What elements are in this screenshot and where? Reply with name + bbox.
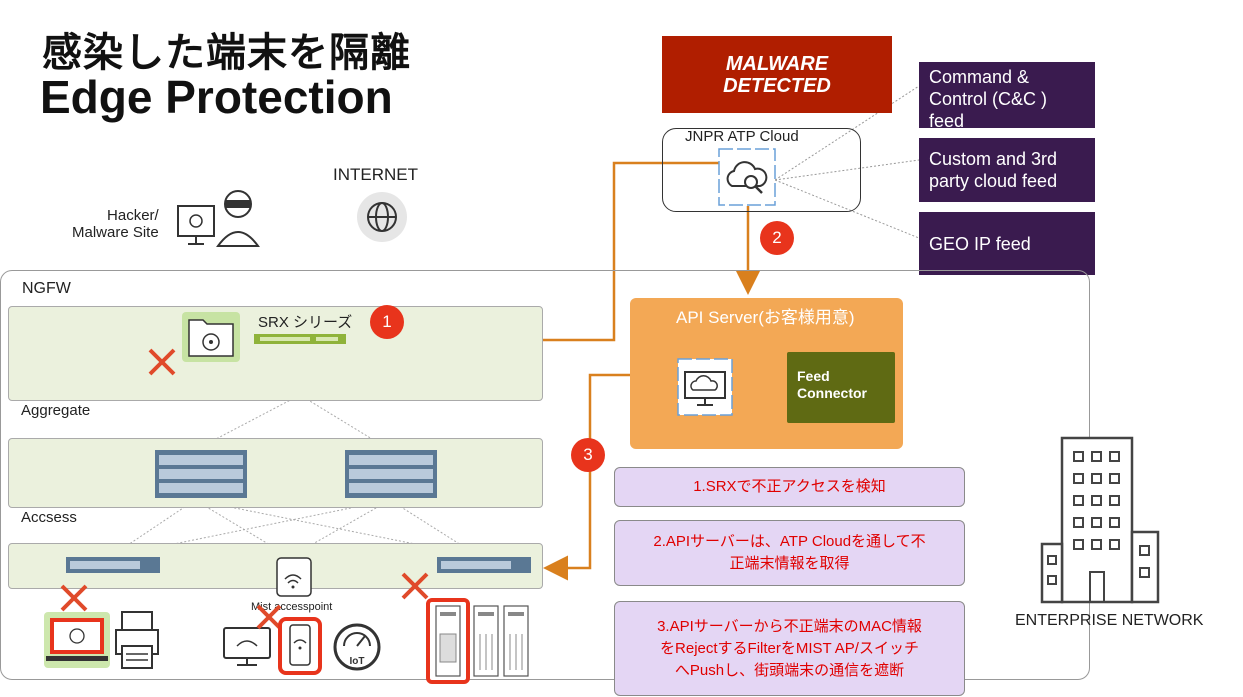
page-title: Edge Protection — [40, 71, 393, 123]
building-icon — [1040, 436, 1160, 604]
block-x-icon — [60, 584, 88, 612]
srx-label: SRX シリーズ — [258, 314, 353, 331]
feed-cc-line1: Command & — [929, 67, 1030, 87]
srx-device-icon — [254, 334, 346, 344]
hacker-label: Hacker/ Malware Site — [72, 207, 159, 241]
laptop-icon — [44, 612, 110, 668]
cloud-gear-monitor-icon — [677, 358, 733, 416]
access-switch-2 — [437, 557, 531, 573]
block-x-icon — [148, 348, 176, 376]
aggregate-band — [8, 438, 543, 508]
feed-geo-ip: GEO IP feed — [919, 212, 1095, 275]
access-label: Accsess — [21, 509, 77, 526]
feed-connector-line1: Feed — [797, 368, 830, 384]
feed-cc-line3: feed — [929, 111, 965, 131]
iot-icon: IoT — [333, 623, 381, 671]
step-description-2: 2.APIサーバーは、ATP Cloudを通して不 正端末情報を取得 — [614, 520, 965, 586]
feed-custom-line2: party cloud feed — [929, 171, 1058, 191]
step-description-3: 3.APIサーバーから不正端末のMAC情報 をRejectするFilterをMI… — [614, 601, 965, 696]
atp-cloud-box — [662, 128, 861, 212]
page-title-japanese: 感染した端末を隔離 — [42, 30, 411, 76]
enterprise-network-label: ENTERPRISE NETWORK — [1015, 612, 1204, 629]
srx-band — [8, 306, 543, 401]
aggregate-switch-1 — [155, 450, 247, 498]
server-icon — [426, 598, 529, 684]
step3-line2: をRejectするFilterをMIST AP/スイッチ — [660, 639, 919, 657]
aggregate-label: Aggregate — [21, 402, 91, 419]
api-server-label: API Server(お客様用意) — [676, 308, 855, 327]
step-badge-2: 2 — [760, 221, 794, 255]
feed-custom-3rd-party: Custom and 3rd party cloud feed — [919, 138, 1095, 202]
step3-line3: へPushし、街頭端末の通信を遮断 — [674, 661, 905, 679]
step2-line2: 正端末情報を取得 — [729, 555, 850, 572]
hacker-label-line1: Hacker/ — [107, 207, 159, 224]
internet-label: INTERNET — [333, 165, 418, 184]
access-switch-1 — [66, 557, 160, 573]
globe-icon — [357, 192, 407, 242]
block-x-icon — [256, 604, 282, 630]
feed-cc: Command & Control (C&C ) feed — [919, 62, 1095, 131]
block-x-icon — [401, 572, 429, 600]
step3-line1: 3.APIサーバーから不正端末のMAC情報 — [657, 617, 922, 635]
step1-line1: 1.SRXで不正アクセスを検知 — [693, 478, 886, 495]
printer-icon — [115, 611, 159, 669]
step-badge-1: 1 — [370, 305, 404, 339]
biohazard-icon — [182, 312, 240, 362]
step2-line1: 2.APIサーバーは、ATP Cloudを通して不 — [653, 533, 926, 550]
feed-connector-line2: Connector — [797, 385, 867, 401]
feed-custom-line1: Custom and 3rd — [929, 149, 1058, 169]
malware-banner-line1: MALWARE — [725, 52, 829, 75]
step-badge-3: 3 — [571, 438, 605, 472]
feed-geo-line1: GEO IP feed — [929, 233, 1031, 254]
mist-ap-label: Mist accesspoint — [251, 601, 333, 613]
smartphone-icon — [278, 617, 322, 675]
wifi-bluetooth-icon — [276, 557, 312, 597]
malware-banner-line2: DETECTED — [723, 74, 831, 97]
atp-cloud-label: JNPR ATP Cloud — [685, 128, 799, 145]
iot-text: IoT — [350, 656, 365, 667]
feed-connector-box: Feed Connector — [787, 352, 895, 423]
feed-cc-line2: Control (C&C ) — [929, 89, 1048, 109]
cloud-search-icon — [718, 148, 776, 206]
aggregate-switch-2 — [345, 450, 437, 498]
malware-detected-banner: MALWARE DETECTED — [662, 36, 892, 113]
hacker-label-line2: Malware Site — [72, 224, 159, 241]
ngfw-label: NGFW — [22, 280, 71, 297]
desktop-icon — [223, 627, 271, 666]
hacker-icon — [177, 190, 260, 247]
step-description-1: 1.SRXで不正アクセスを検知 — [614, 467, 965, 507]
